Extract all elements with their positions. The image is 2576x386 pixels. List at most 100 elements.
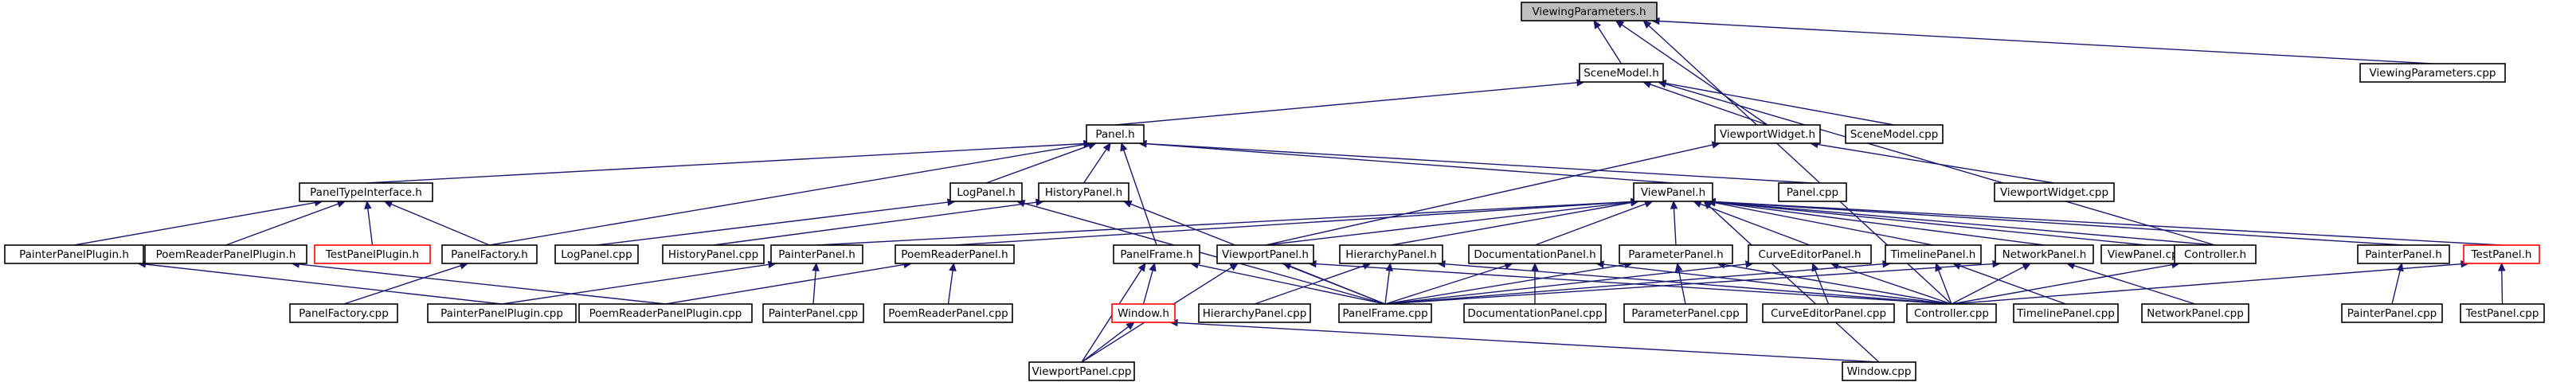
file-node-painter-panel-plugin-h[interactable]: PainterPanelPlugin.h	[4, 244, 144, 264]
dependency-edge	[2065, 262, 2196, 305]
dependency-edge	[947, 262, 957, 305]
edge-line	[1678, 270, 1686, 305]
file-node-panel-h[interactable]: Panel.h	[1086, 124, 1145, 144]
file-node-scene-model-cpp[interactable]: SceneModel.cpp	[1845, 124, 1944, 144]
node-label: CurveEditorPanel.h	[1758, 248, 1861, 261]
file-node-scene-model-h[interactable]: SceneModel.h	[1579, 63, 1664, 83]
file-node-timeline-panel-cpp[interactable]: TimelinePanel.cpp	[2013, 303, 2119, 323]
file-node-painter-panel-cpp-2[interactable]: PainterPanel.cpp	[2341, 303, 2443, 323]
edge-line	[596, 201, 949, 246]
node-label: PanelTypeInterface.h	[310, 186, 422, 199]
file-node-history-panel-cpp[interactable]: HistoryPanel.cpp	[662, 244, 765, 264]
dependency-edge	[1657, 80, 2216, 246]
file-node-view-panel-cpp[interactable]: ViewPanel.cpp	[2100, 244, 2192, 264]
node-label: ViewPanel.h	[1641, 186, 1705, 199]
file-node-hierarchy-panel-cpp[interactable]: HierarchyPanel.cpp	[1198, 303, 1311, 323]
file-node-controller-cpp[interactable]: Controller.cpp	[1906, 303, 1997, 323]
arrowhead-icon	[949, 262, 957, 272]
file-node-viewport-widget-cpp[interactable]: ViewportWidget.cpp	[1994, 182, 2115, 202]
edge-line	[1290, 265, 1386, 305]
file-node-painter-panel-h-1[interactable]: PainterPanel.h	[770, 244, 863, 264]
file-node-painter-panel-plugin-cpp[interactable]: PainterPanelPlugin.cpp	[427, 303, 577, 323]
file-node-parameter-panel-h[interactable]: ParameterPanel.h	[1619, 244, 1733, 264]
node-box	[762, 303, 864, 323]
file-node-panel-type-interface-h[interactable]: PanelTypeInterface.h	[299, 182, 433, 202]
file-node-controller-h[interactable]: Controller.h	[2174, 244, 2257, 264]
node-label: HistoryPanel.cpp	[668, 248, 758, 261]
file-node-panel-factory-cpp[interactable]: PanelFactory.cpp	[289, 303, 398, 323]
file-node-viewport-panel-cpp[interactable]: ViewportPanel.cpp	[1028, 361, 1135, 381]
node-box	[1633, 182, 1713, 202]
arrowhead-icon	[812, 262, 820, 271]
arrowhead-icon	[1674, 262, 1683, 272]
file-node-panel-cpp[interactable]: Panel.cpp	[1778, 182, 1847, 202]
edge-line	[1265, 144, 1713, 246]
node-label: ViewportPanel.h	[1222, 248, 1309, 261]
edge-line	[225, 203, 339, 246]
file-node-hierarchy-panel-h[interactable]: HierarchyPanel.h	[1339, 244, 1443, 264]
arrowhead-icon	[1137, 262, 1146, 272]
node-label: PainterPanel.h	[778, 248, 855, 261]
file-node-viewing-params-cpp[interactable]: ViewingParameters.cpp	[2359, 63, 2506, 83]
node-box	[2341, 303, 2443, 323]
edge-line	[1817, 143, 2055, 184]
node-box	[1714, 124, 1821, 144]
dependency-edge	[1534, 200, 1654, 246]
dependency-edge	[1615, 20, 1768, 126]
edge-line	[1114, 82, 1578, 126]
file-node-painter-panel-h-2[interactable]: PainterPanel.h	[2357, 244, 2450, 264]
edge-line	[1024, 202, 1386, 305]
file-node-log-panel-h[interactable]: LogPanel.h	[949, 182, 1023, 202]
dependency-edge	[1137, 139, 1813, 184]
edge-line	[1081, 326, 1129, 363]
edge-line	[1384, 265, 1506, 305]
file-node-network-panel-cpp[interactable]: NetworkPanel.cpp	[2141, 303, 2249, 323]
file-node-window-cpp[interactable]: Window.cpp	[1842, 361, 1916, 381]
edge-line	[1951, 263, 2173, 305]
dependency-edge	[1951, 263, 2032, 305]
file-node-viewport-widget-h[interactable]: ViewportWidget.h	[1714, 124, 1821, 144]
edge-line	[1650, 84, 1768, 126]
file-node-documentation-panel-h[interactable]: DocumentationPanel.h	[1468, 244, 1602, 264]
file-node-poem-reader-panel-plugin-cpp[interactable]: PoemReaderPanelPlugin.cpp	[578, 303, 753, 323]
file-node-panel-factory-h[interactable]: PanelFactory.h	[441, 244, 538, 264]
arrowhead-icon	[1642, 20, 1652, 29]
node-label: PoemReaderPanel.cpp	[888, 307, 1008, 320]
file-node-documentation-panel-cpp[interactable]: DocumentationPanel.cpp	[1463, 303, 1607, 323]
edge-line	[812, 270, 816, 305]
edge-line	[713, 201, 1037, 246]
file-node-painter-panel-cpp-1[interactable]: PainterPanel.cpp	[762, 303, 864, 323]
file-node-curve-editor-panel-h[interactable]: CurveEditorPanel.h	[1748, 244, 1872, 264]
edge-line	[1603, 263, 1952, 305]
file-node-view-panel-h[interactable]: ViewPanel.h	[1633, 182, 1713, 202]
file-node-poem-reader-panel-h[interactable]: PoemReaderPanel.h	[895, 244, 1015, 264]
edge-line	[501, 263, 769, 305]
file-node-viewport-panel-h[interactable]: ViewportPanel.h	[1216, 244, 1314, 264]
file-node-test-panel-cpp[interactable]: TestPanel.cpp	[2460, 303, 2545, 323]
file-node-timeline-panel-h[interactable]: TimelinePanel.h	[1885, 244, 1982, 264]
file-node-test-panel-h[interactable]: TestPanel.h	[2463, 244, 2540, 264]
node-label: PainterPanel.cpp	[769, 307, 859, 320]
file-node-panel-frame-h[interactable]: PanelFrame.h	[1113, 244, 1200, 264]
node-box	[314, 244, 431, 264]
file-node-window-h[interactable]: Window.h	[1111, 303, 1176, 323]
file-node-poem-reader-panel-plugin-h[interactable]: PoemReaderPanelPlugin.h	[144, 244, 307, 264]
file-node-history-panel-h[interactable]: HistoryPanel.h	[1038, 182, 1129, 202]
edge-line	[816, 201, 1632, 246]
dependency-edge	[1706, 197, 2502, 246]
dependency-edge	[291, 260, 666, 305]
file-node-log-panel-cpp[interactable]: LogPanel.cpp	[554, 244, 639, 264]
dependency-edge	[812, 262, 820, 305]
file-node-poem-reader-panel-cpp[interactable]: PoemReaderPanel.cpp	[883, 303, 1013, 323]
file-node-parameter-panel-cpp[interactable]: ParameterPanel.cpp	[1623, 303, 1748, 323]
dependency-edge	[364, 200, 374, 246]
node-box	[1842, 361, 1916, 381]
edge-line	[1597, 26, 1623, 64]
dependency-edge	[1674, 262, 1686, 305]
edge-line	[1384, 263, 1747, 305]
file-node-network-panel-h[interactable]: NetworkPanel.h	[1995, 244, 2094, 264]
file-node-curve-editor-panel-cpp[interactable]: CurveEditorPanel.cpp	[1762, 303, 1895, 323]
arrowhead-icon	[1120, 142, 1128, 152]
file-node-test-panel-plugin-h[interactable]: TestPanelPlugin.h	[314, 244, 431, 264]
file-node-panel-frame-cpp[interactable]: PanelFrame.cpp	[1338, 303, 1432, 323]
